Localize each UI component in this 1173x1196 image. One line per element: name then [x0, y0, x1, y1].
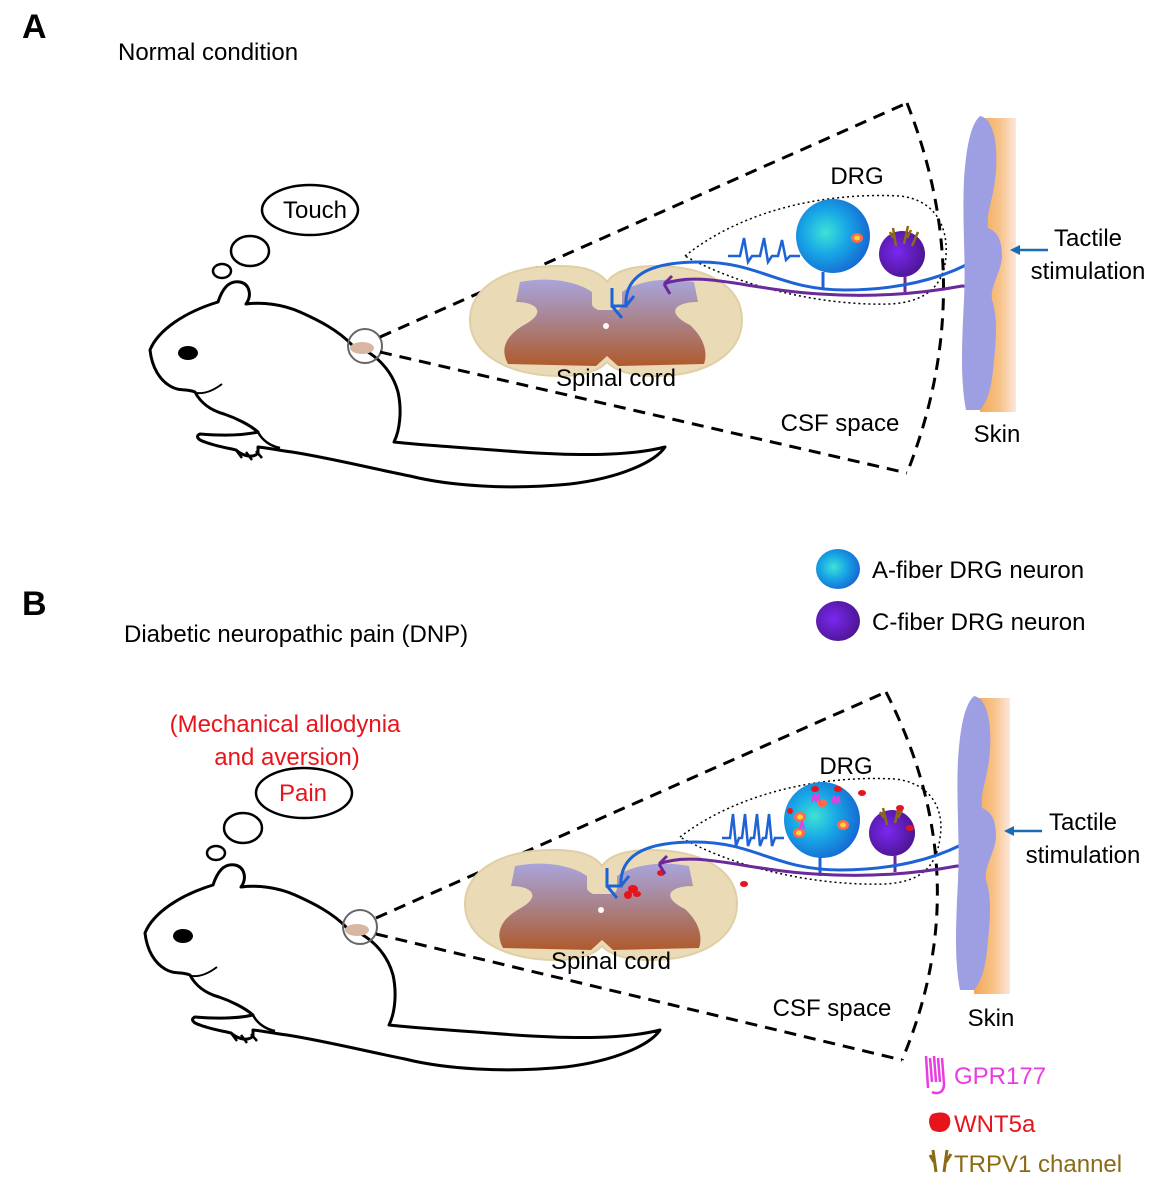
symptom-line-2: and aversion) — [214, 744, 359, 771]
skin-b: Skin — [956, 696, 1014, 1032]
skin-a: Skin — [962, 116, 1020, 448]
thought-bubble-pain: Pain — [205, 766, 354, 862]
label-tactile-b-1: Tactile — [1049, 809, 1117, 836]
thought-text-pain: Pain — [279, 780, 327, 807]
neuron-legend: A-fiber DRG neuron C-fiber DRG neuron — [816, 549, 1085, 641]
spike-train-b — [722, 813, 784, 847]
zoom-circle-a — [347, 328, 383, 364]
a-fiber-line-a — [610, 234, 1003, 308]
trpv1-icon — [928, 1149, 953, 1173]
label-csf-space-a: CSF space — [781, 410, 900, 437]
legend-a-fiber-label: A-fiber DRG neuron — [872, 557, 1084, 584]
panel-b: B Diabetic neuropathic pain (DNP) (Mecha… — [22, 585, 1141, 1072]
label-tactile-a-2: stimulation — [1031, 258, 1146, 285]
panel-a: A Normal condition Touch Spinal cord — [22, 8, 1146, 489]
label-spinal-cord-b: Spinal cord — [551, 948, 671, 975]
panel-a-letter: A — [22, 8, 47, 46]
legend-c-fiber-label: C-fiber DRG neuron — [872, 609, 1085, 636]
a-fiber-line-b — [605, 814, 998, 888]
a-fiber-neuron-b — [784, 782, 866, 876]
zoom-wedge-b — [375, 690, 939, 1062]
label-skin-b: Skin — [968, 1005, 1015, 1032]
label-spinal-cord-a: Spinal cord — [556, 365, 676, 392]
label-tactile-b-2: stimulation — [1026, 842, 1141, 869]
a-fiber-neuron-a — [728, 199, 870, 290]
gpr177-icon — [924, 1055, 946, 1095]
c-fiber-neuron-a — [879, 225, 925, 292]
label-skin-a: Skin — [974, 421, 1021, 448]
spinal-cord-b — [463, 848, 739, 962]
symptom-line-1: (Mechanical allodynia — [170, 711, 401, 738]
gpr177-markers — [799, 793, 841, 830]
legend-trpv1-label: TRPV1 channel — [954, 1151, 1122, 1178]
label-drg-b: DRG — [819, 753, 872, 780]
legend-gpr177-label: GPR177 — [954, 1063, 1046, 1090]
thought-text-touch: Touch — [283, 197, 347, 224]
legend-c-fiber-swatch — [816, 601, 860, 641]
zoom-circle-b — [342, 909, 378, 945]
molecule-legend: GPR177 WNT5a TRPV1 channel — [924, 1055, 1122, 1178]
legend-wnt5a-label: WNT5a — [954, 1111, 1036, 1138]
spinal-cord-a: Spinal cord — [468, 264, 744, 392]
legend-a-fiber-swatch — [816, 549, 860, 589]
wnt5a-icon — [929, 1112, 951, 1132]
label-csf-space-b: CSF space — [773, 995, 892, 1022]
thought-bubble-touch: Touch — [211, 183, 360, 280]
panel-b-letter: B — [22, 585, 47, 623]
label-tactile-a-1: Tactile — [1054, 225, 1122, 252]
tactile-arrow-b — [1004, 826, 1014, 836]
label-drg-a: DRG — [830, 163, 883, 190]
tactile-arrow-a — [1010, 245, 1020, 255]
c-fiber-neuron-b — [869, 805, 915, 872]
panel-a-title: Normal condition — [118, 39, 298, 66]
drg-outline-b — [678, 777, 942, 885]
panel-b-title: Diabetic neuropathic pain (DNP) — [124, 621, 468, 648]
